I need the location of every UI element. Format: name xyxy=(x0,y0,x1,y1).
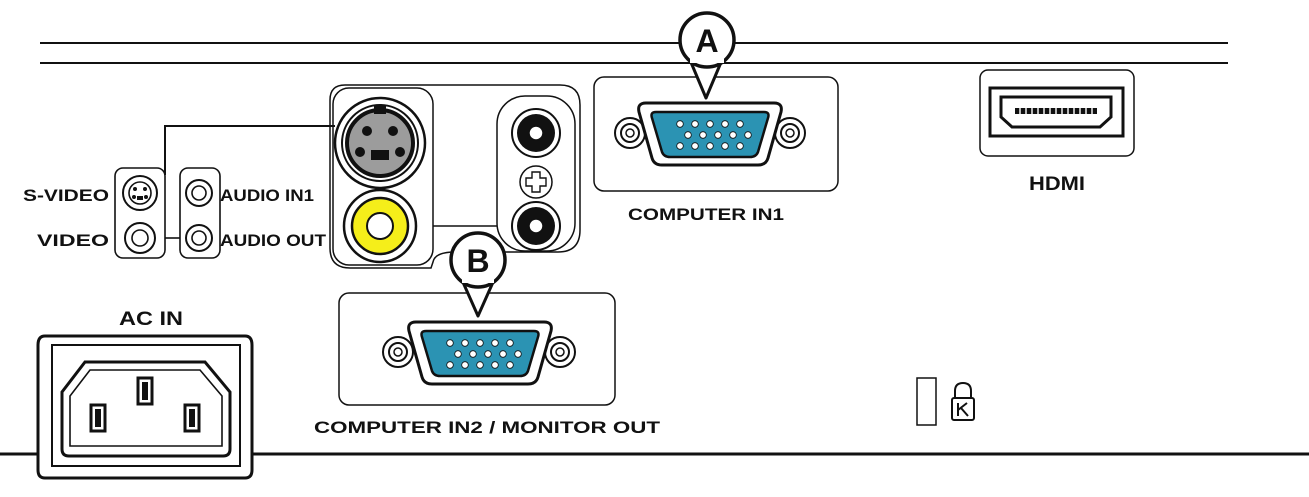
kensington-lock-icon xyxy=(916,377,975,426)
vga-pins xyxy=(676,120,752,150)
audio-in1-rca-jack-icon xyxy=(511,108,561,158)
label-ac-in: AC IN xyxy=(119,309,183,330)
legend-audio-in1-icon xyxy=(185,179,213,207)
label-video: VIDEO xyxy=(37,231,109,250)
thumbscrew-left-icon xyxy=(614,117,646,149)
label-audio-in1: AUDIO IN1 xyxy=(220,186,314,205)
video-rca-jack-icon xyxy=(342,188,418,264)
legend-group: S-VIDEO VIDEO AUDIO IN1 AUDIO OUT xyxy=(23,125,335,259)
computer-in2-port: COMPUTER IN2 / MONITOR OUT xyxy=(314,292,661,437)
label-hdmi: HDMI xyxy=(1029,174,1085,195)
svideo-jack-icon xyxy=(333,96,427,190)
top-edge-lines xyxy=(40,42,1228,64)
thumbscrew-right-icon xyxy=(774,117,806,149)
legend-svideo-icon xyxy=(122,175,158,211)
label-computer-in1: COMPUTER IN1 xyxy=(628,205,784,224)
thumbscrew-left-icon xyxy=(382,336,414,368)
audio-symbol-icon xyxy=(519,165,553,199)
callout-b: B xyxy=(449,231,507,318)
hdmi-port: HDMI xyxy=(979,69,1135,195)
callout-a-letter: A xyxy=(695,23,718,59)
computer-in1-port: COMPUTER IN1 xyxy=(593,76,839,224)
legend-video-icon xyxy=(124,222,156,254)
callout-a: A xyxy=(678,11,736,100)
vga-pins xyxy=(446,339,522,369)
av-block xyxy=(329,84,581,269)
label-computer-in2-monitor-out: COMPUTER IN2 / MONITOR OUT xyxy=(314,418,661,437)
callout-b-letter: B xyxy=(466,243,489,279)
audio-out-rca-jack-icon xyxy=(511,201,561,251)
legend-audio-out-icon xyxy=(185,224,213,252)
ac-inlet-icon: AC IN xyxy=(36,309,254,480)
label-s-video: S-VIDEO xyxy=(23,186,109,205)
label-audio-out: AUDIO OUT xyxy=(220,231,327,250)
